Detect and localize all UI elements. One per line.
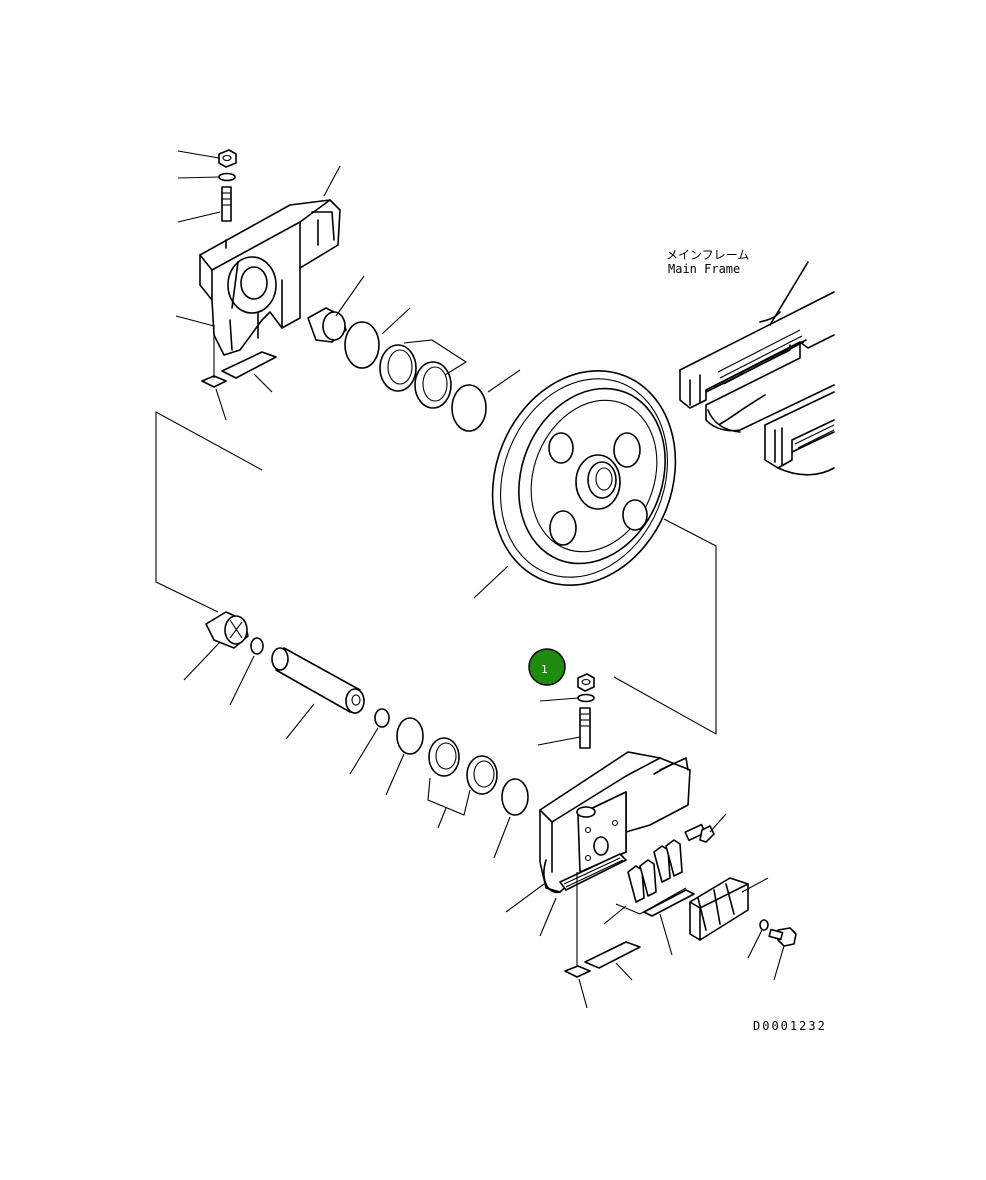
lower-side-bolt-lower[interactable] <box>768 927 797 947</box>
lower-floating-seal-1[interactable] <box>428 737 460 777</box>
lower-o-ring-1[interactable] <box>396 717 424 755</box>
upper-shim-small[interactable] <box>201 375 227 388</box>
upper-o-ring-2[interactable] <box>451 384 487 432</box>
lower-stopper-block[interactable] <box>689 877 749 941</box>
callout-number: 1 <box>541 663 548 676</box>
lower-bushing[interactable] <box>205 611 249 649</box>
lower-small-o-ring-2[interactable] <box>374 708 390 728</box>
upper-floating-seal-1[interactable] <box>379 344 417 392</box>
lower-shaft[interactable] <box>271 647 365 714</box>
lower-bolt[interactable] <box>579 707 591 749</box>
upper-nut[interactable] <box>218 149 237 168</box>
lower-shim-small[interactable] <box>564 965 591 978</box>
upper-o-ring-1[interactable] <box>344 321 380 369</box>
upper-bracket-body[interactable] <box>199 199 341 356</box>
lower-bracket-group <box>505 673 797 1009</box>
lower-seal-stack <box>183 611 529 859</box>
lower-side-bolt-upper[interactable] <box>684 823 715 843</box>
upper-floating-seal-2[interactable] <box>414 361 452 409</box>
left-group-bracket <box>155 411 263 613</box>
lower-bracket-body[interactable] <box>539 751 691 894</box>
main-frame-label-jp: メインフレーム <box>666 248 749 262</box>
lower-o-ring-2[interactable] <box>501 778 529 816</box>
lower-clip-plates[interactable] <box>627 839 683 903</box>
main-frame-label-en: Main Frame <box>668 262 740 276</box>
upper-bracket-group <box>175 149 341 421</box>
upper-shim-plate[interactable] <box>221 351 277 379</box>
upper-bolt[interactable] <box>221 186 232 222</box>
callout-marker-1[interactable]: 1 <box>528 648 566 686</box>
lower-shim-plate[interactable] <box>584 941 641 969</box>
lower-shim-strip[interactable] <box>643 889 695 917</box>
lower-side-washer[interactable] <box>759 919 769 931</box>
drawing-number: D0001232 <box>753 1019 827 1033</box>
main-frame <box>679 261 835 476</box>
upper-washer[interactable] <box>218 172 236 182</box>
lower-nut[interactable] <box>577 673 595 692</box>
lower-washer[interactable] <box>577 693 595 703</box>
idler-wheel[interactable] <box>461 343 707 613</box>
upper-bushing[interactable] <box>307 307 347 343</box>
right-group-bracket <box>613 518 717 735</box>
lower-floating-seal-2[interactable] <box>466 755 498 795</box>
lower-small-o-ring-1[interactable] <box>250 637 264 655</box>
upper-seal-stack <box>307 275 521 432</box>
